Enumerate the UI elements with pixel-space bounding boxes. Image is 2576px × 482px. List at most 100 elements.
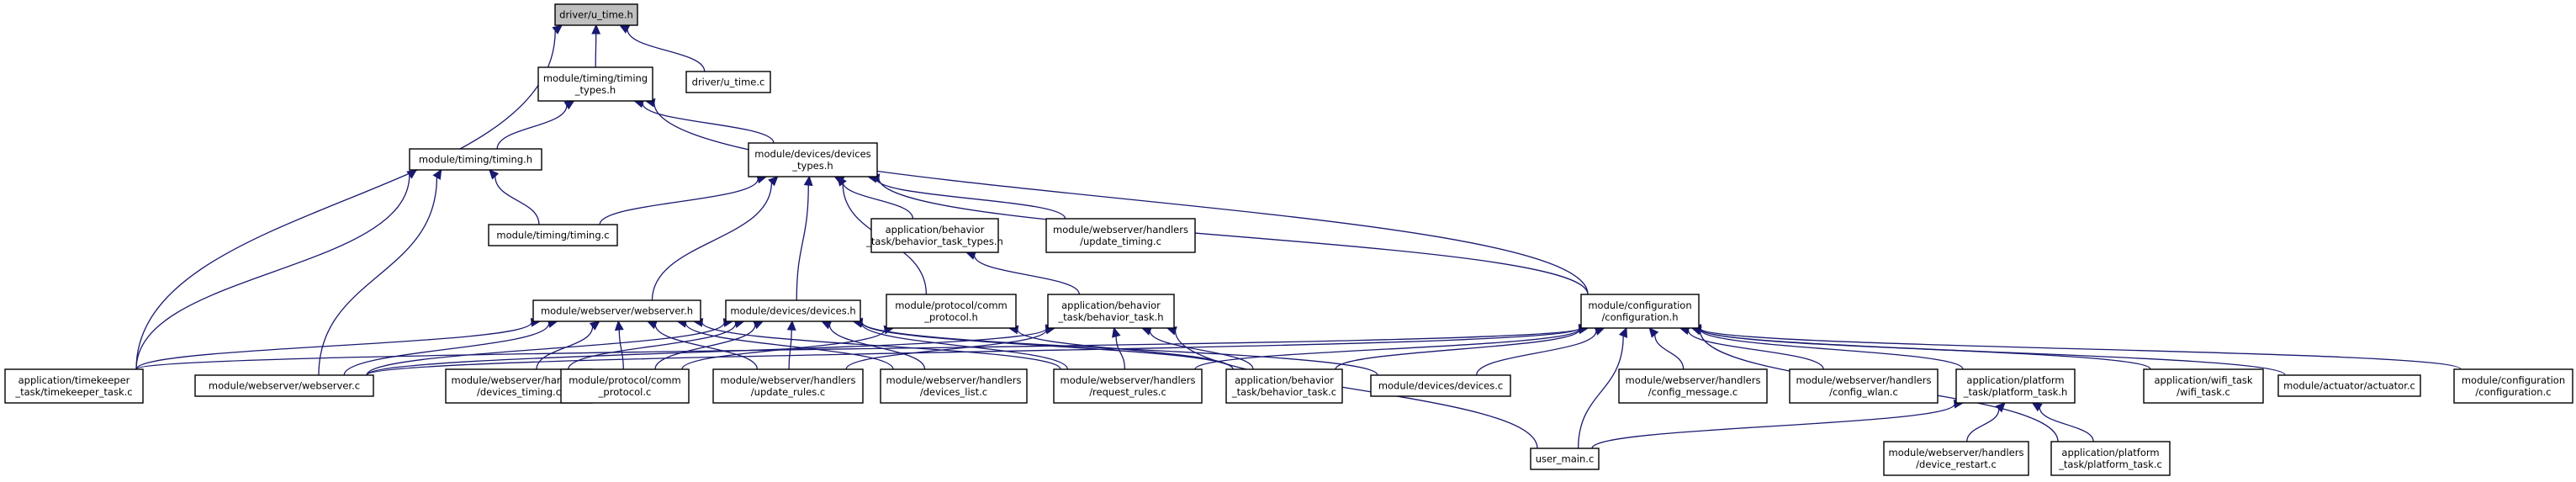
arrowhead-icon	[591, 24, 601, 34]
arrowhead-icon	[432, 168, 442, 180]
edge-line	[1966, 409, 2000, 442]
file-node-n16[interactable]: module/protocol/comm_protocol.c	[560, 368, 690, 404]
include-edge-n22-to-n12	[1648, 326, 1685, 370]
file-node-n24[interactable]: application/platform_task/platform_task.…	[1955, 368, 2076, 404]
file-node-n5[interactable]: application/behavior_task/behavior_task_…	[865, 218, 1003, 253]
edge-line	[1654, 334, 1685, 370]
node-label-line: /device_restart.c	[1916, 458, 1997, 470]
file-node-n7[interactable]: module/timing/timing.c	[488, 224, 618, 246]
node-box	[1047, 294, 1175, 329]
file-node-n17[interactable]: module/webserver/handlers/update_rules.c	[712, 368, 864, 404]
arrowhead-icon	[489, 168, 500, 180]
include-edge-n7-to-n3	[489, 168, 540, 225]
file-node-n25[interactable]: application/wifi_task/wifi_task.c	[2143, 368, 2264, 404]
node-label-line: module/webserver/handlers	[452, 374, 587, 386]
edge-line	[135, 174, 410, 370]
edge-line	[366, 327, 1580, 376]
include-edge-n1-to-n0	[591, 24, 601, 68]
include-edge-n13-to-n12	[135, 323, 1590, 370]
edge-line	[845, 329, 1047, 370]
file-node-n26[interactable]: module/actuator/actuator.c	[2277, 374, 2421, 397]
file-node-n18[interactable]: module/webserver/handlers/devices_list.c	[880, 368, 1028, 404]
node-box	[748, 142, 878, 177]
node-label-line: module/timing/timing.h	[419, 154, 532, 166]
edge-line	[860, 322, 1069, 370]
node-box	[1225, 368, 1343, 404]
file-node-n13[interactable]: application/timekeeper_task/timekeeper_t…	[4, 368, 144, 404]
node-label-line: application/wifi_task	[2154, 374, 2252, 386]
edge-line	[1194, 328, 1580, 370]
file-node-n27[interactable]: module/configuration/configuration.c	[2453, 368, 2573, 404]
arrowhead-icon	[1648, 326, 1659, 338]
node-box	[1045, 218, 1196, 253]
file-node-n29[interactable]: module/webserver/handlers/device_restart…	[1883, 441, 2029, 476]
edge-line	[1174, 331, 1538, 449]
node-box	[880, 368, 1028, 404]
file-node-n12[interactable]: module/configuration/configuration.h	[1580, 294, 1700, 329]
node-label-line: application/platform	[1966, 374, 2064, 386]
node-label-line: _task/behavior_task_types.h	[865, 236, 1003, 247]
edge-line	[654, 324, 756, 370]
file-node-n2[interactable]: driver/u_time.c	[685, 71, 771, 93]
node-box	[488, 224, 618, 246]
arrowhead-icon	[803, 175, 813, 187]
file-node-n19[interactable]: module/webserver/handlers/request_rules.…	[1053, 368, 1203, 404]
node-layer: driver/u_time.h module/timing/timing_type…	[4, 3, 2573, 476]
include-edge-n28-to-n12	[1577, 326, 1627, 449]
include-edge-n30-to-n24	[2031, 402, 2094, 442]
file-node-n28[interactable]: user_main.c	[1530, 448, 1600, 470]
file-node-n20[interactable]: application/behavior_task/behavior_task.…	[1225, 368, 1343, 404]
node-label-line: module/webserver/handlers	[1061, 374, 1196, 386]
node-label-line: /config_message.c	[1648, 386, 1738, 398]
node-label-line: /wifi_task.c	[2177, 386, 2230, 398]
include-edge-n14-to-n11	[366, 324, 1056, 376]
edge-line	[1335, 329, 1580, 370]
file-node-n3[interactable]: module/timing/timing.h	[409, 148, 542, 171]
arrowhead-icon	[2031, 402, 2043, 412]
include-edge-n17-to-n9	[786, 320, 796, 370]
file-node-n30[interactable]: application/platform_task/platform_task.…	[2050, 441, 2171, 476]
node-label-line: application/behavior	[1235, 374, 1334, 386]
include-edge-n14-to-n12	[366, 323, 1590, 376]
file-node-n11[interactable]: application/behavior_task/behavior_task.…	[1047, 294, 1175, 329]
file-node-n22[interactable]: module/webserver/handlers/config_message…	[1618, 368, 1768, 404]
file-node-n9[interactable]: module/devices/devices.h	[725, 299, 861, 322]
edge-line	[642, 103, 775, 144]
file-node-n21[interactable]: module/devices/devices.c	[1370, 374, 1511, 397]
file-node-n4[interactable]: module/devices/devices_types.h	[748, 142, 878, 177]
include-edge-n19-to-n12	[1194, 324, 1590, 370]
node-label-line: module/webserver/handlers	[886, 374, 1022, 386]
node-label-line: module/configuration	[2462, 374, 2565, 386]
node-label-line: module/actuator/actuator.c	[2283, 380, 2415, 392]
edge-line	[366, 328, 1047, 376]
node-label-line: /configuration.c	[2475, 386, 2551, 398]
include-edge-n21-to-n12	[1476, 326, 1605, 376]
include-edge-n20-to-n12	[1335, 325, 1590, 370]
node-label-line: /update_timing.c	[1080, 236, 1161, 247]
file-node-n23[interactable]: module/webserver/handlers/config_wlan.c	[1789, 368, 1939, 404]
node-box	[870, 218, 999, 253]
node-label-line: module/devices/devices.c	[1378, 380, 1503, 392]
file-node-n10[interactable]: module/protocol/comm_protocol.h	[886, 294, 1017, 329]
node-label-line: /update_rules.c	[751, 386, 825, 398]
arrowhead-icon	[614, 320, 624, 331]
edge-line	[135, 321, 532, 370]
node-box	[1580, 294, 1700, 329]
include-edge-n7-to-n4	[599, 174, 768, 225]
node-label-line: module/protocol/comm	[569, 374, 681, 386]
edge-line	[135, 327, 1580, 370]
file-node-n8[interactable]: module/webserver/webserver.h	[532, 299, 701, 322]
edge-line	[1149, 331, 1254, 370]
node-label-line: /configuration.h	[1601, 311, 1678, 323]
node-box	[725, 299, 861, 322]
file-node-n6[interactable]: module/webserver/handlers/update_timing.…	[1045, 218, 1196, 253]
edge-line	[618, 329, 624, 370]
node-label-line: module/devices/devices	[754, 148, 870, 160]
file-node-n14[interactable]: module/webserver/webserver.c	[194, 374, 374, 397]
include-edge-n9-to-n4	[796, 175, 813, 301]
node-box	[685, 71, 771, 93]
node-label-line: driver/u_time.h	[559, 9, 633, 21]
node-box	[2277, 374, 2421, 397]
node-label-line: /request_rules.c	[1089, 386, 1166, 398]
file-node-n1[interactable]: module/timing/timing_types.h	[537, 66, 653, 102]
